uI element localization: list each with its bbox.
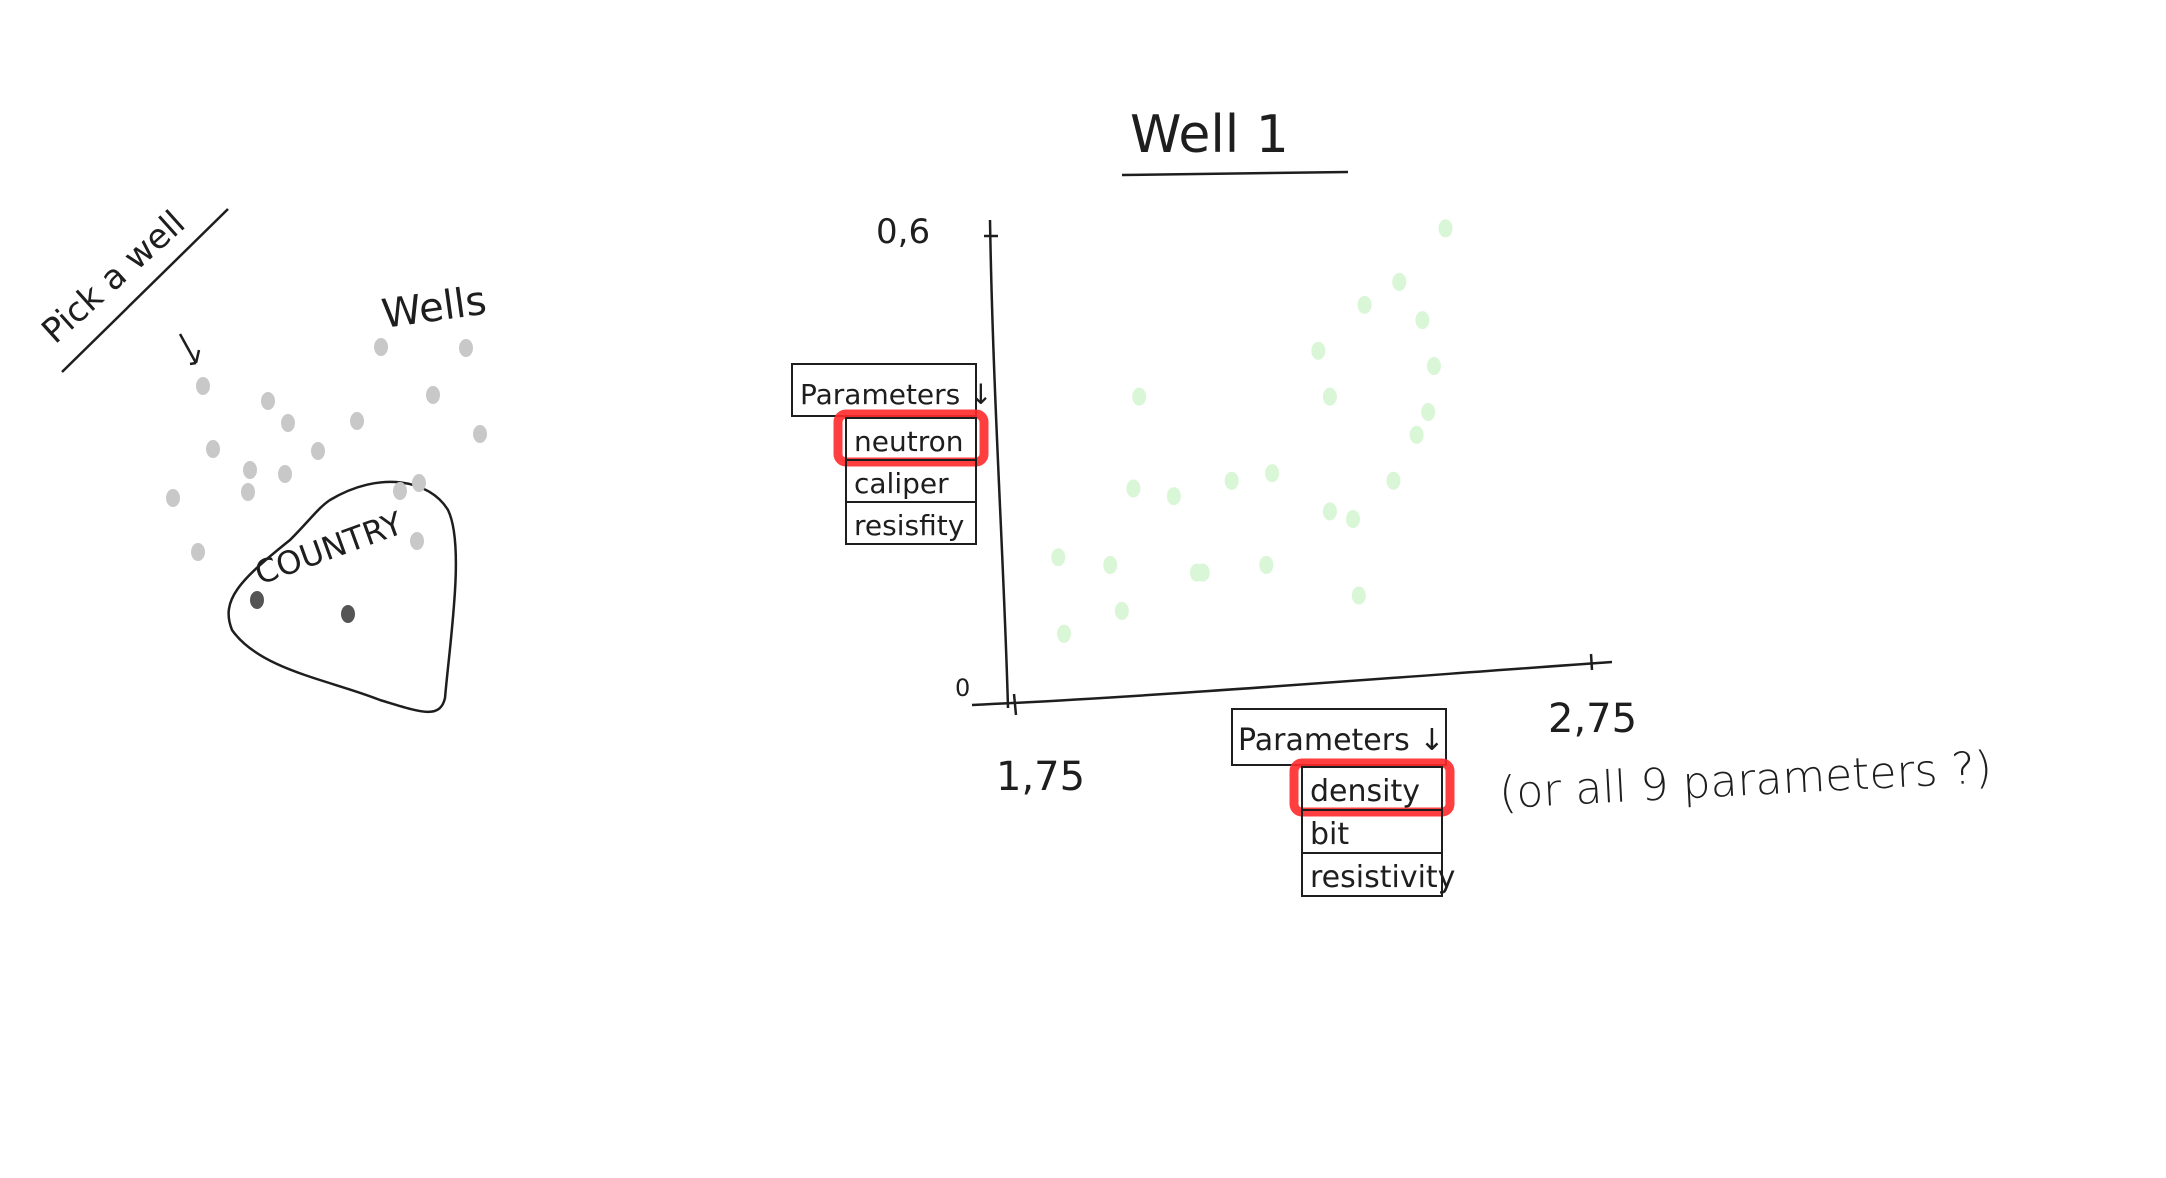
- well-dot[interactable]: [393, 482, 407, 500]
- well-dot[interactable]: [412, 474, 426, 492]
- pick-a-well-underline: [61, 208, 229, 373]
- scatter-point: [1415, 311, 1430, 330]
- scatter-point: [1426, 357, 1441, 376]
- chart-title-underline: [1121, 170, 1349, 177]
- y-parameter-options: neutron caliper resisfity: [833, 409, 989, 545]
- selected-option-highlight: [1289, 758, 1455, 817]
- scatter-point: [1114, 601, 1129, 620]
- scatter-points: [1051, 219, 1453, 643]
- scatter-point: [1392, 272, 1407, 291]
- scatter-point: [1224, 471, 1239, 490]
- well-dot[interactable]: [281, 414, 295, 432]
- x-dropdown-label: Parameters ↓: [1238, 723, 1444, 758]
- x-option-bit[interactable]: bit: [1301, 809, 1443, 854]
- y-option-label: neutron: [854, 425, 963, 458]
- well-dot[interactable]: [459, 339, 473, 357]
- y-option-resisfity[interactable]: resisfity: [845, 501, 977, 545]
- x-parameter-dropdown[interactable]: Parameters ↓: [1231, 708, 1447, 766]
- y-option-box: [845, 501, 977, 545]
- x-option-label: density: [1310, 774, 1420, 809]
- well-dot[interactable]: [374, 338, 388, 356]
- x-option-label: bit: [1310, 817, 1349, 852]
- well-dot[interactable]: [278, 465, 292, 483]
- scatter-point: [1103, 555, 1118, 574]
- well-dot[interactable]: [473, 425, 487, 443]
- selected-option-highlight: [833, 409, 989, 467]
- scatter-point: [1265, 464, 1280, 483]
- scatter-point: [1051, 548, 1066, 567]
- country-outline: [227, 480, 458, 713]
- scatter-point: [1166, 487, 1181, 506]
- well-dot[interactable]: [196, 377, 210, 395]
- well-dot[interactable]: [243, 461, 257, 479]
- scatter-point: [1409, 425, 1424, 444]
- x-max-label: 2,75: [1548, 696, 1637, 742]
- y-max-label: 0,6: [876, 212, 930, 252]
- y-option-label: resisfity: [854, 509, 964, 542]
- well-dot[interactable]: [206, 440, 220, 458]
- scatter-point: [1195, 563, 1210, 582]
- chart-axes: [971, 219, 1613, 716]
- scatter-point: [1322, 387, 1337, 406]
- scatter-point: [1057, 624, 1072, 643]
- well-dot[interactable]: [241, 483, 255, 501]
- scatter-point: [1386, 471, 1401, 490]
- well-dot[interactable]: [191, 543, 205, 561]
- well-dot-in-country[interactable]: [341, 605, 355, 623]
- scatter-point: [1126, 479, 1141, 498]
- x-min-label: 1,75: [996, 754, 1085, 800]
- chart-title: Well 1: [1130, 105, 1289, 165]
- scatter-point: [1259, 555, 1274, 574]
- pick-a-well-label: Pick a well: [34, 203, 193, 352]
- well-dot[interactable]: [410, 532, 424, 550]
- well-dot[interactable]: [166, 489, 180, 507]
- x-option-density[interactable]: density: [1289, 758, 1455, 817]
- y-dropdown-label: Parameters ↓: [800, 378, 993, 411]
- scatter-point: [1346, 510, 1361, 529]
- well-dot-in-country[interactable]: [250, 591, 264, 609]
- well-dot[interactable]: [350, 412, 364, 430]
- well-dot[interactable]: [311, 442, 325, 460]
- y-option-label: caliper: [854, 467, 949, 500]
- scatter-point: [1438, 219, 1453, 238]
- y-parameter-dropdown[interactable]: Parameters ↓: [791, 363, 993, 417]
- wells-label: Wells: [379, 278, 489, 338]
- scatter-point: [1351, 586, 1366, 605]
- scatter-point: [1132, 387, 1147, 406]
- scatter-point: [1322, 502, 1337, 521]
- x-option-box: [1301, 852, 1443, 897]
- y-min-label: 0: [955, 674, 970, 702]
- wells-group: [166, 338, 487, 623]
- x-option-label: resistivity: [1310, 860, 1455, 895]
- y-option-neutron[interactable]: neutron: [833, 409, 989, 467]
- x-parameter-options: density bit resistivity: [1289, 758, 1455, 897]
- scatter-point: [1311, 341, 1326, 360]
- scatter-point: [1421, 402, 1436, 421]
- well-dot[interactable]: [426, 386, 440, 404]
- scatter-point: [1357, 295, 1372, 314]
- x-option-resistivity[interactable]: resistivity: [1301, 852, 1455, 897]
- down-arrow-icon: [178, 333, 201, 366]
- parameters-note: (or all 9 parameters ?): [1498, 742, 1993, 819]
- well-dot[interactable]: [261, 392, 275, 410]
- country-label: COUNTRY: [250, 504, 408, 593]
